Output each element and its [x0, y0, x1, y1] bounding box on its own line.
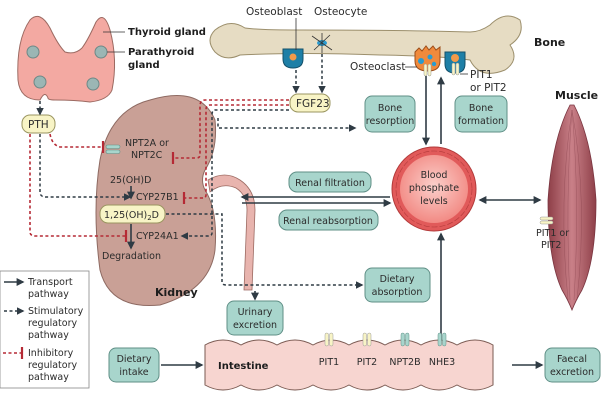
legend: [0, 270, 90, 389]
osteoblast-cell: [282, 48, 304, 69]
thyroid-label: Thyroid gland: [128, 27, 206, 38]
parathyroid-gland-dot: [94, 45, 108, 59]
cyp24a1-label: CYP24A1: [136, 231, 179, 242]
osteocyte-label: Osteocyte: [314, 6, 367, 18]
parathyroid-label-2: gland: [128, 60, 160, 71]
degradation-label: Degradation: [102, 251, 161, 262]
muscle-shape: [547, 104, 597, 312]
urinary-excretion-box: [226, 300, 284, 336]
muscle-label: Muscle: [555, 89, 598, 102]
dietary-intake-box: [108, 347, 160, 383]
cyp27b1-label: CYP27B1: [136, 192, 179, 203]
bone-formation-box: [454, 95, 508, 133]
calcitriol-box: [99, 204, 166, 224]
urinary-excretion-label-1: Urinary: [238, 307, 273, 318]
parathyroid-label-1: Parathyroid: [128, 47, 194, 58]
fgf23-stimulate-cyp24a1: [180, 109, 289, 240]
renal-filtration-box: [288, 171, 372, 193]
muscle-pit-label-2: PIT2: [541, 240, 561, 251]
intestine-shape: [204, 339, 494, 391]
transporter-npt2b-label: NPT2B: [389, 357, 420, 368]
bone-formation-label-1: Bone: [469, 103, 493, 114]
muscle-pit-transporter: [539, 216, 554, 225]
renal-filtration-label: Renal filtration: [295, 178, 365, 189]
intestine-npt2b-transporter: [400, 332, 410, 347]
osteocyte-cell: [311, 33, 333, 53]
bone-label: Bone: [534, 36, 565, 49]
blood-phosphate-vessel: [391, 146, 477, 232]
muscle-pit-label-1: PIT1 or: [536, 228, 569, 239]
faecal-excretion-label-1: Faecal: [557, 354, 587, 365]
pth-stimulate-cyp27b1: [39, 134, 132, 201]
blood-label-2: phosphate: [409, 183, 459, 194]
pit-label-2: or PIT2: [470, 82, 507, 94]
legend-transport-1: Transport: [27, 277, 73, 288]
fgf23-label: FGF23: [296, 98, 330, 110]
npt2a-transporter: [105, 144, 121, 154]
legend-transport-2: pathway: [28, 289, 69, 300]
urinary-excretion-label-2: excretion: [233, 320, 277, 331]
bone-resorption-label-2: resorption: [366, 116, 414, 127]
pth-label: PTH: [28, 119, 49, 131]
legend-inhibitory-1: Inhibitory: [28, 348, 74, 359]
vitamin-d-label: 25(OH)D: [110, 175, 151, 186]
ureter: [207, 174, 256, 291]
intestine-pit1-transporter: [324, 332, 334, 347]
dietary-absorption-box: [364, 267, 431, 303]
kidney-label: Kidney: [155, 286, 198, 299]
intestine-nhe3-transporter: [437, 332, 447, 347]
fgf23-box: [289, 93, 331, 113]
osteoblast-label: Osteoblast: [246, 6, 302, 18]
faecal-excretion-label-2: excretion: [550, 367, 594, 378]
dietary-absorption-label-2: absorption: [372, 287, 423, 298]
dietary-absorption-label-1: Dietary: [380, 274, 415, 285]
osteoclast-label: Osteoclast: [350, 61, 405, 73]
parathyroid-gland-dot: [26, 45, 40, 59]
npt-label-1: NPT2A or: [125, 138, 169, 149]
npt-label-2: NPT2C: [131, 150, 163, 161]
bone-resorption-box: [364, 95, 416, 133]
pth-inhibit-npt2a: [49, 133, 103, 148]
legend-stimulatory-3: pathway: [28, 330, 69, 341]
thyroid-gland: [17, 15, 125, 103]
intestine-pit2-transporter: [362, 332, 372, 347]
bone-shape: [209, 15, 522, 74]
transporter-nhe3-label: NHE3: [429, 357, 455, 368]
transporter-pit1-label: PIT1: [319, 357, 339, 368]
calcitriol-dietary-absorption-arrow: [166, 213, 364, 289]
osteoclast-cell: [414, 45, 441, 77]
intestine-label: Intestine: [218, 361, 269, 372]
muscle-fibers: [563, 109, 582, 301]
renal-reabsorption-box: [278, 209, 379, 231]
faecal-excretion-box: [544, 347, 601, 383]
parathyroid-gland-dot: [86, 77, 100, 91]
renal-reabsorption-label: Renal reabsorption: [283, 216, 373, 227]
transporter-pit2-label: PIT2: [357, 357, 377, 368]
fgf23-inhibit-npt2a: [173, 99, 289, 159]
bone-forming-osteoblast: [444, 51, 466, 76]
legend-inhibitory-3: pathway: [28, 372, 69, 383]
parathyroid-gland-dot: [33, 75, 47, 89]
legend-inhibitory-2: regulatory: [28, 360, 77, 371]
fgf23-inhibit-cyp27b1: [184, 104, 289, 199]
pit-label-1: PIT1: [470, 69, 493, 81]
blood-label-1: Blood: [421, 170, 448, 181]
blood-label-3: levels: [420, 196, 448, 207]
calcitriol-label: 1,25(OH)2D: [104, 210, 159, 222]
legend-stimulatory-2: regulatory: [28, 318, 77, 329]
dietary-intake-label-1: Dietary: [117, 354, 152, 365]
bone-resorption-label-1: Bone: [378, 103, 402, 114]
legend-stimulatory-1: Stimulatory: [28, 306, 84, 317]
fgf23-bone-resorption-arrow: [217, 118, 357, 132]
kidney-shape: [95, 95, 216, 307]
bone-formation-label-2: formation: [458, 116, 504, 127]
pth-inhibit-cyp24a1: [29, 134, 126, 237]
dietary-intake-label-2: intake: [119, 367, 148, 378]
